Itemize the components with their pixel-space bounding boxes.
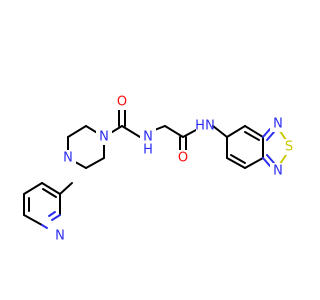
bond <box>226 157 246 169</box>
bond <box>279 130 287 141</box>
glycine-oxygen-label: O <box>178 151 188 166</box>
thiadiazole-n3-label: N <box>273 164 283 179</box>
amide-nitrogen-label: N <box>143 130 153 145</box>
label-bg <box>60 150 76 166</box>
glycine-nitrogen-h-label: H <box>195 119 205 134</box>
piperazine-n4-label: N <box>63 151 73 166</box>
bond <box>67 125 87 138</box>
glycine-nitrogen-label: N <box>205 119 215 134</box>
label-bg <box>270 116 286 132</box>
bond <box>23 214 43 226</box>
bond <box>244 157 264 169</box>
pyridine-nitrogen-label: N <box>55 229 65 244</box>
label-bg <box>270 163 286 179</box>
molecule-diagram: O N H N N N O N H N <box>23 94 296 244</box>
molecule-svg: O N H N N N O N H N <box>23 94 296 244</box>
bond <box>48 211 56 217</box>
thiadiazole-n1-label: N <box>273 117 283 132</box>
bond <box>226 125 246 138</box>
bond <box>212 125 228 138</box>
bond <box>262 128 271 138</box>
bond <box>164 125 184 138</box>
bond <box>41 224 48 229</box>
amide-oxygen-label: O <box>117 95 127 110</box>
amide-nitrogen-h-label: H <box>143 143 153 158</box>
bond <box>41 182 61 195</box>
bond <box>59 182 73 195</box>
label-bg <box>114 94 130 110</box>
thiadiazole-sulfur-label: S <box>285 140 293 155</box>
atom-labels: O N H N N N O N H N <box>52 94 296 244</box>
bond <box>182 129 197 138</box>
bond <box>244 125 264 138</box>
bond <box>244 131 260 141</box>
bond <box>266 131 275 141</box>
bond <box>85 157 105 169</box>
label-bg <box>175 150 191 166</box>
label-bg <box>52 228 68 244</box>
bond <box>266 154 275 164</box>
label-bg <box>282 139 296 155</box>
bonds <box>23 109 287 229</box>
bond <box>121 125 141 138</box>
bond <box>230 154 246 164</box>
bond <box>23 182 43 195</box>
bond <box>51 214 61 221</box>
label-bg <box>140 128 156 156</box>
piperazine-n1-label: N <box>99 130 109 145</box>
label-bg <box>196 108 212 136</box>
bond <box>42 188 57 198</box>
bond <box>279 154 287 165</box>
bond <box>262 157 271 167</box>
label-bg <box>96 129 112 145</box>
